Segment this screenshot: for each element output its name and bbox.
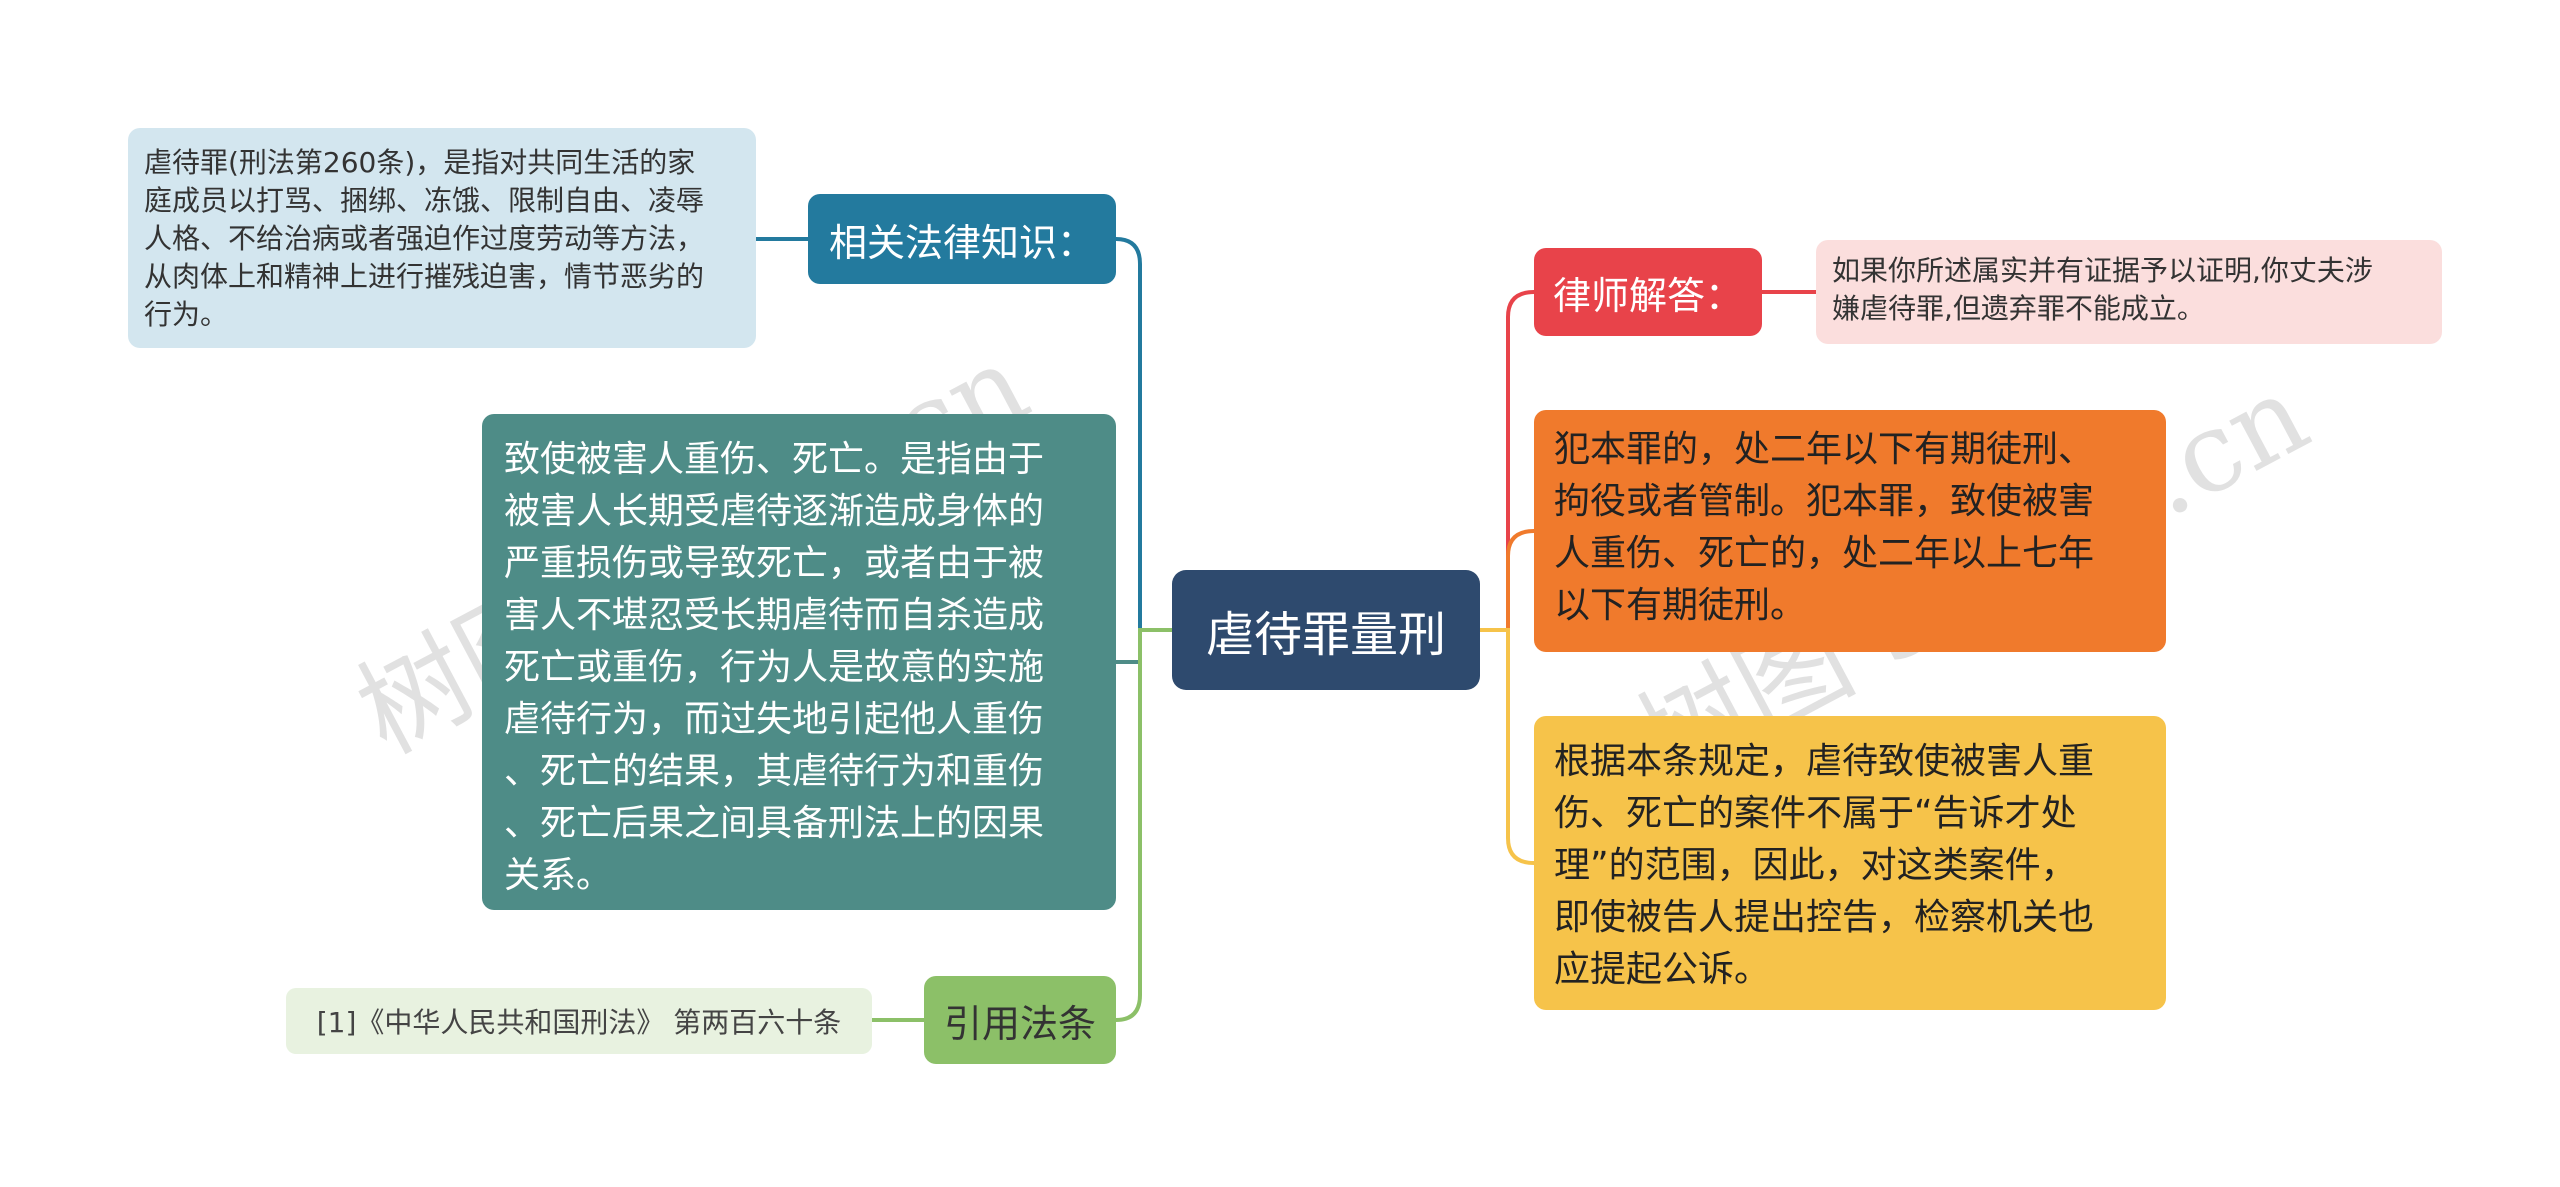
text-line: 应提起公诉。 — [1554, 949, 1771, 990]
text-line: 、死亡的结果，其虐待行为和重伤 — [504, 751, 1045, 792]
text-line: 关系。 — [504, 855, 613, 896]
text-line: 死亡或重伤，行为人是故意的实施 — [504, 647, 1045, 688]
text-line: 嫌虐待罪,但遗弃罪不能成立。 — [1832, 292, 2205, 325]
text-line: 致使被害人重伤、死亡。是指由于 — [504, 439, 1045, 480]
law-knowledge-detail[interactable]: 虐待罪(刑法第260条)，是指对共同生活的家 庭成员以打骂、捆绑、冻饿、限制自由… — [128, 128, 756, 348]
cited-law-detail-label: [1]《中华人民共和国刑法》 第两百六十条 — [316, 1006, 842, 1039]
cited-law-topic[interactable]: 引用法条 — [924, 976, 1116, 1064]
cited-law-topic-label: 引用法条 — [943, 1001, 1096, 1046]
law-knowledge-topic-label: 相关法律知识： — [828, 220, 1095, 265]
text-line: 即使被告人提出控告，检察机关也 — [1554, 897, 2095, 938]
text-line: 被害人长期受虐待逐渐造成身体的 — [504, 491, 1045, 532]
text-line: 、死亡后果之间具备刑法上的因果 — [504, 803, 1045, 844]
connector-root-law-topic — [1115, 237, 1172, 632]
law-knowledge-topic[interactable]: 相关法律知识： — [808, 194, 1116, 284]
text-line: 伤、死亡的案件不属于“告诉才处 — [1554, 793, 2077, 834]
text-line: 人重伤、死亡的，处二年以上七年 — [1554, 533, 2095, 574]
injury-explanation-topic[interactable]: 致使被害人重伤、死亡。是指由于 被害人长期受虐待逐渐造成身体的 严重损伤或导致死… — [482, 414, 1116, 910]
text-line: 理”的范围，因此，对这类案件， — [1554, 845, 2077, 886]
public-prosecution-topic[interactable]: 根据本条规定，虐待致使被害人重 伤、死亡的案件不属于“告诉才处 理”的范围，因此… — [1534, 716, 2166, 1010]
connector-root-public-prosecution — [1480, 628, 1535, 865]
penalty-topic[interactable]: 犯本罪的，处二年以下有期徒刑、 拘役或者管制。犯本罪，致使被害 人重伤、死亡的，… — [1534, 410, 2166, 652]
text-line: 人格、不给治病或者强迫作过度劳动等方法， — [144, 222, 705, 255]
text-line: 根据本条规定，虐待致使被害人重 — [1554, 741, 2095, 782]
text-line: 如果你所述属实并有证据予以证明,你丈夫涉 — [1832, 254, 2373, 287]
connector-root-cite-topic — [1115, 628, 1172, 1022]
text-line: 虐待罪(刑法第260条)，是指对共同生活的家 — [144, 146, 696, 179]
text-line: 犯本罪的，处二年以下有期徒刑、 — [1554, 429, 2095, 470]
lawyer-answer-detail[interactable]: 如果你所述属实并有证据予以证明,你丈夫涉 嫌虐待罪,但遗弃罪不能成立。 — [1816, 240, 2442, 344]
text-line: 拘役或者管制。犯本罪，致使被害 — [1554, 481, 2095, 522]
root-topic[interactable]: 虐待罪量刑 — [1172, 570, 1480, 690]
text-line: 庭成员以打骂、捆绑、冻饿、限制自由、凌辱 — [144, 184, 705, 217]
text-line: 以下有期徒刑。 — [1554, 585, 1807, 626]
text-line: 从肉体上和精神上进行摧残迫害，情节恶劣的 — [144, 260, 705, 293]
text-line: 害人不堪忍受长期虐待而自杀造成 — [504, 595, 1045, 636]
text-line: 虐待行为，而过失地引起他人重伤 — [504, 699, 1045, 740]
text-line: 严重损伤或导致死亡，或者由于被 — [504, 543, 1045, 584]
lawyer-answer-topic-label: 律师解答： — [1552, 273, 1743, 318]
root-topic-label: 虐待罪量刑 — [1205, 607, 1446, 663]
cited-law-detail[interactable]: [1]《中华人民共和国刑法》 第两百六十条 — [286, 988, 872, 1054]
lawyer-answer-topic[interactable]: 律师解答： — [1534, 248, 1762, 336]
text-line: 行为。 — [144, 298, 229, 331]
connector-root-injury-note — [1116, 628, 1172, 664]
connector-root-penalty — [1480, 529, 1535, 632]
